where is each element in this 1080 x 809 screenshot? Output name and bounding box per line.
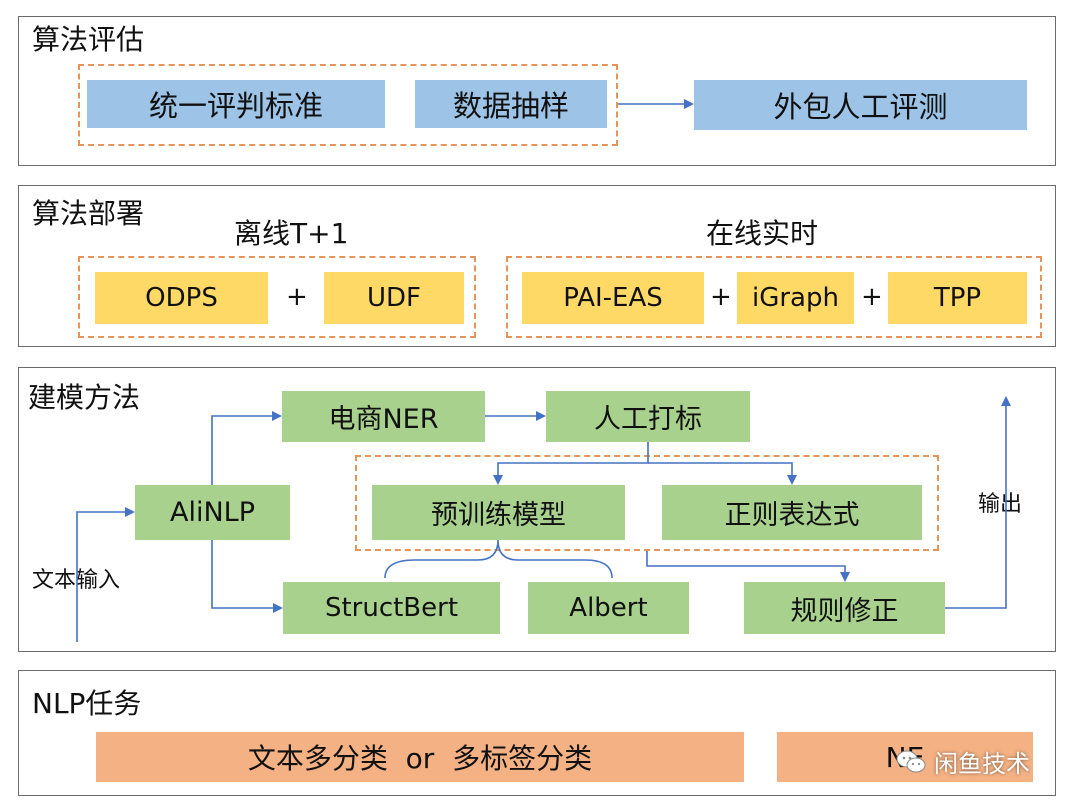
igraph-box: iGraph: [737, 272, 854, 324]
node-alinlp: AliNLP: [135, 485, 290, 540]
task-box-classification: 文本多分类 or 多标签分类: [96, 732, 744, 782]
eval-box-outsourced-review: 外包人工评测: [694, 80, 1027, 130]
online-dashed-group: [506, 256, 1042, 338]
node-regex: 正则表达式: [662, 485, 922, 540]
watermark: 闲鱼技术: [896, 744, 1030, 779]
node-manual-label: 人工打标: [546, 391, 750, 442]
wechat-icon: [896, 749, 926, 775]
pai-eas-box: PAI-EAS: [522, 272, 704, 324]
node-structbert: StructBert: [283, 582, 500, 634]
online-plus-2: +: [861, 282, 883, 312]
node-pretrain-model: 预训练模型: [372, 485, 625, 540]
deployment-title: 算法部署: [32, 197, 145, 230]
modeling-title: 建模方法: [28, 381, 141, 414]
tpp-box: TPP: [888, 272, 1027, 324]
output-label: 输出: [978, 492, 1023, 517]
online-label: 在线实时: [706, 217, 819, 250]
odps-box: ODPS: [95, 272, 268, 324]
eval-box-unified-criteria: 统一评判标准: [87, 80, 385, 128]
offline-label: 离线T+1: [234, 217, 349, 250]
input-label: 文本输入: [32, 568, 121, 593]
node-rule-fix: 规则修正: [744, 582, 945, 634]
offline-dashed-group: [78, 256, 476, 338]
node-ecommerce-ner: 电商NER: [282, 391, 485, 442]
eval-box-data-sampling: 数据抽样: [415, 80, 607, 128]
evaluation-title: 算法评估: [32, 23, 145, 56]
udf-box: UDF: [324, 272, 464, 324]
node-albert: Albert: [528, 582, 689, 634]
evaluation-dashed-group: [78, 64, 618, 146]
tasks-title: NLP任务: [32, 687, 142, 720]
offline-plus: +: [286, 282, 308, 312]
online-plus-1: +: [710, 282, 732, 312]
watermark-text: 闲鱼技术: [934, 750, 1030, 778]
